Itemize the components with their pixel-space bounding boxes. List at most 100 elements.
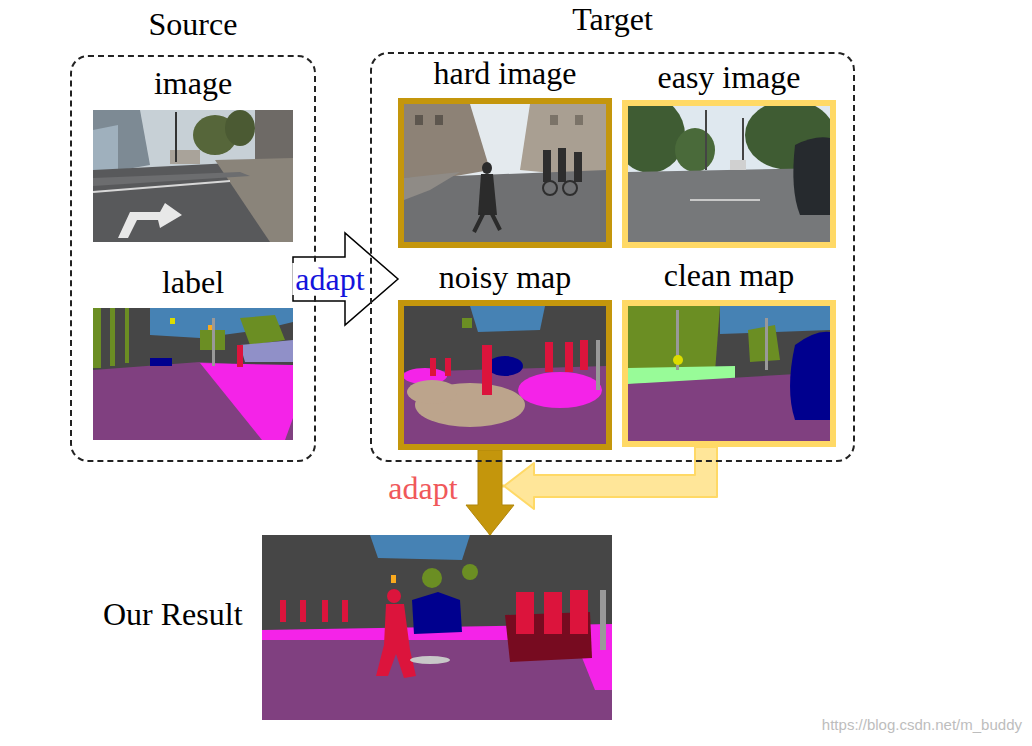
- source-photo-part: [93, 110, 150, 175]
- source-label-map-part: [150, 358, 172, 366]
- frame-border: [398, 300, 612, 450]
- source-label-map-part: [93, 308, 101, 368]
- source-photo-part: [93, 172, 250, 186]
- heading-text: hard image: [433, 56, 576, 91]
- noisy-map-part: [487, 356, 523, 376]
- noisy-map-part: [565, 342, 573, 372]
- source-label: label: [93, 265, 293, 440]
- result-box: Our Result: [100, 535, 612, 720]
- heading-text: Source: [149, 7, 238, 42]
- clean-map-part: [628, 306, 830, 441]
- result-map-part: [544, 592, 562, 634]
- result-map-part: [262, 535, 612, 720]
- easy-photo-part: [730, 160, 746, 170]
- result-map-part: [391, 575, 396, 583]
- clean-map-part: [628, 306, 720, 372]
- edge-label: adapt: [385, 472, 460, 504]
- result-map-part: [412, 592, 462, 634]
- source-label-map-part: [208, 325, 212, 330]
- noisy-map-part: [430, 358, 436, 376]
- source-label-map-part: [237, 345, 243, 367]
- hard-photo-part: [558, 148, 566, 182]
- easy-photo-part: [793, 137, 830, 215]
- easy-photo-part: [705, 110, 707, 170]
- easy-photo-part: [675, 128, 715, 172]
- clean-map-part: [673, 355, 683, 365]
- source-photo-part: [93, 125, 118, 172]
- hard-image-box: hard image: [398, 56, 612, 248]
- easy-image-box: easy image: [622, 60, 836, 248]
- hard-photo-part: [474, 214, 483, 232]
- result-map-part: [387, 589, 401, 603]
- result-map-part: [300, 600, 306, 622]
- heading-text: noisy map: [439, 260, 571, 295]
- easy-photo-part: [628, 106, 685, 173]
- hard-photo-part: [543, 150, 551, 182]
- clean-map-part: [748, 325, 780, 362]
- noisy-map-part: [518, 372, 602, 408]
- edge-label: adapt: [292, 263, 367, 295]
- heading-text: image: [154, 66, 232, 101]
- result-map-part: [370, 535, 470, 560]
- gold-arrow: [466, 450, 514, 535]
- source-label-map-part: [212, 318, 215, 366]
- clean-map-part: [790, 332, 830, 420]
- source-photo-part: [93, 110, 293, 242]
- result-map-part: [342, 600, 348, 622]
- frame-border: [622, 100, 836, 248]
- elbow-arrow: [504, 447, 717, 509]
- source-label-map-part: [240, 315, 285, 345]
- hard-photo-part: [404, 172, 460, 200]
- noisy-map-part: [580, 340, 588, 370]
- hard-photo: [404, 104, 606, 242]
- source-photo-part: [170, 150, 200, 164]
- source-label-map-part: [93, 362, 293, 440]
- result-map-part: [322, 600, 328, 622]
- noisy-map-part: [596, 340, 600, 390]
- hard-photo-part: [404, 104, 490, 185]
- heading-text: Our Result: [103, 597, 243, 632]
- noisy-map: [404, 306, 606, 444]
- result-map: [262, 535, 612, 720]
- source-photo-part: [175, 112, 177, 162]
- target-group: Target hard image easy image noisy map clean…: [370, 2, 855, 462]
- source-photo-part: [93, 181, 230, 192]
- clean-map-box: clean map: [622, 258, 836, 447]
- hard-photo-part: [435, 115, 443, 125]
- heading-text: Target: [572, 2, 653, 37]
- heading-text: label: [162, 265, 224, 300]
- noisy-map-part: [445, 358, 451, 376]
- noisy-map-box: noisy map: [398, 260, 612, 450]
- frame-border: [622, 300, 836, 447]
- source-label-map-part: [240, 340, 293, 362]
- adapt-arrow: [293, 233, 398, 325]
- hard-photo-part: [415, 115, 423, 125]
- noisy-map-part: [545, 342, 553, 372]
- result-map-part: [410, 656, 450, 664]
- result-map-part: [600, 590, 606, 650]
- result-map-part: [422, 568, 442, 588]
- block-arrow: [293, 233, 398, 325]
- clean-map: [628, 306, 830, 441]
- noisy-map-part: [407, 380, 457, 404]
- source-label-map-part: [200, 363, 293, 440]
- clean-map-part: [765, 318, 768, 370]
- source-label-map: [93, 308, 293, 440]
- noisy-map-part: [404, 306, 606, 444]
- source-label-map-part: [125, 308, 129, 363]
- source-image: image: [93, 66, 293, 242]
- source-photo-part: [118, 203, 182, 238]
- down-arrow: [466, 450, 514, 535]
- heading-text: clean map: [664, 258, 795, 293]
- noisy-map-part: [482, 345, 492, 395]
- source-label-map-part: [93, 308, 293, 440]
- hard-photo-part: [550, 115, 558, 125]
- hard-photo-part: [563, 181, 577, 195]
- source-photo-part: [225, 110, 255, 146]
- source-label-map-part: [170, 318, 175, 324]
- result-map-part: [280, 600, 286, 622]
- noisy-map-part: [404, 366, 606, 444]
